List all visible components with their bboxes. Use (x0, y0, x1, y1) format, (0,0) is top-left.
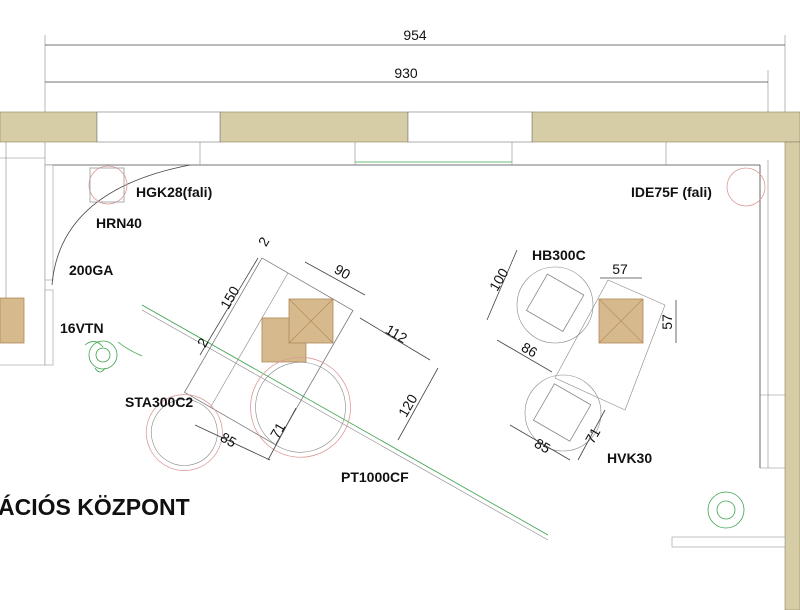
label-sta300c2: STA300C2 (125, 394, 193, 410)
dimension-text: 2 (255, 234, 273, 249)
dimension-text: 57 (612, 261, 628, 277)
hb300c-unit (516, 266, 666, 452)
dimension-text: 57 (659, 314, 675, 330)
window (96, 111, 221, 143)
plant-icon (84, 340, 143, 373)
dimension-text: 120 (395, 391, 421, 419)
cabinet-left (0, 297, 25, 344)
ide75f-hood (726, 167, 766, 207)
dimension-text: 112 (383, 321, 411, 346)
label-200ga: 200GA (69, 262, 113, 278)
dimension-text: 85 (532, 435, 554, 457)
room-title: ÁCIÓS KÖZPONT (0, 493, 190, 520)
walls (0, 111, 800, 610)
dimension-954: 954 (44, 27, 786, 112)
window (407, 111, 533, 143)
label-hb300c: HB300C (532, 247, 586, 263)
dimension-leaders (194, 249, 677, 461)
door-swing (51, 164, 191, 286)
dimension-text: 150 (217, 283, 243, 311)
label-pt1000cf: PT1000CF (341, 469, 409, 485)
label-16vtn: 16VTN (60, 320, 104, 336)
dimension-text: 86 (519, 339, 541, 361)
dimension-text: 71 (267, 420, 289, 442)
dimension-930: 930 (45, 65, 769, 112)
dimension-text: 90 (332, 261, 354, 283)
label-hgk28: HGK28(fali) (136, 184, 212, 200)
dimension-text: 930 (394, 65, 418, 81)
plant-icon (707, 491, 745, 529)
dimension-text: 85 (218, 429, 240, 451)
label-hvk30: HVK30 (607, 450, 652, 466)
dimension-text: 71 (582, 425, 604, 447)
dimension-text: 954 (403, 27, 427, 43)
dimension-text: 100 (486, 265, 512, 293)
hgk28-hood (88, 165, 128, 205)
sink-island (288, 298, 334, 344)
label-hrn40: HRN40 (96, 215, 142, 231)
label-ide75f: IDE75F (fali) (631, 184, 712, 200)
